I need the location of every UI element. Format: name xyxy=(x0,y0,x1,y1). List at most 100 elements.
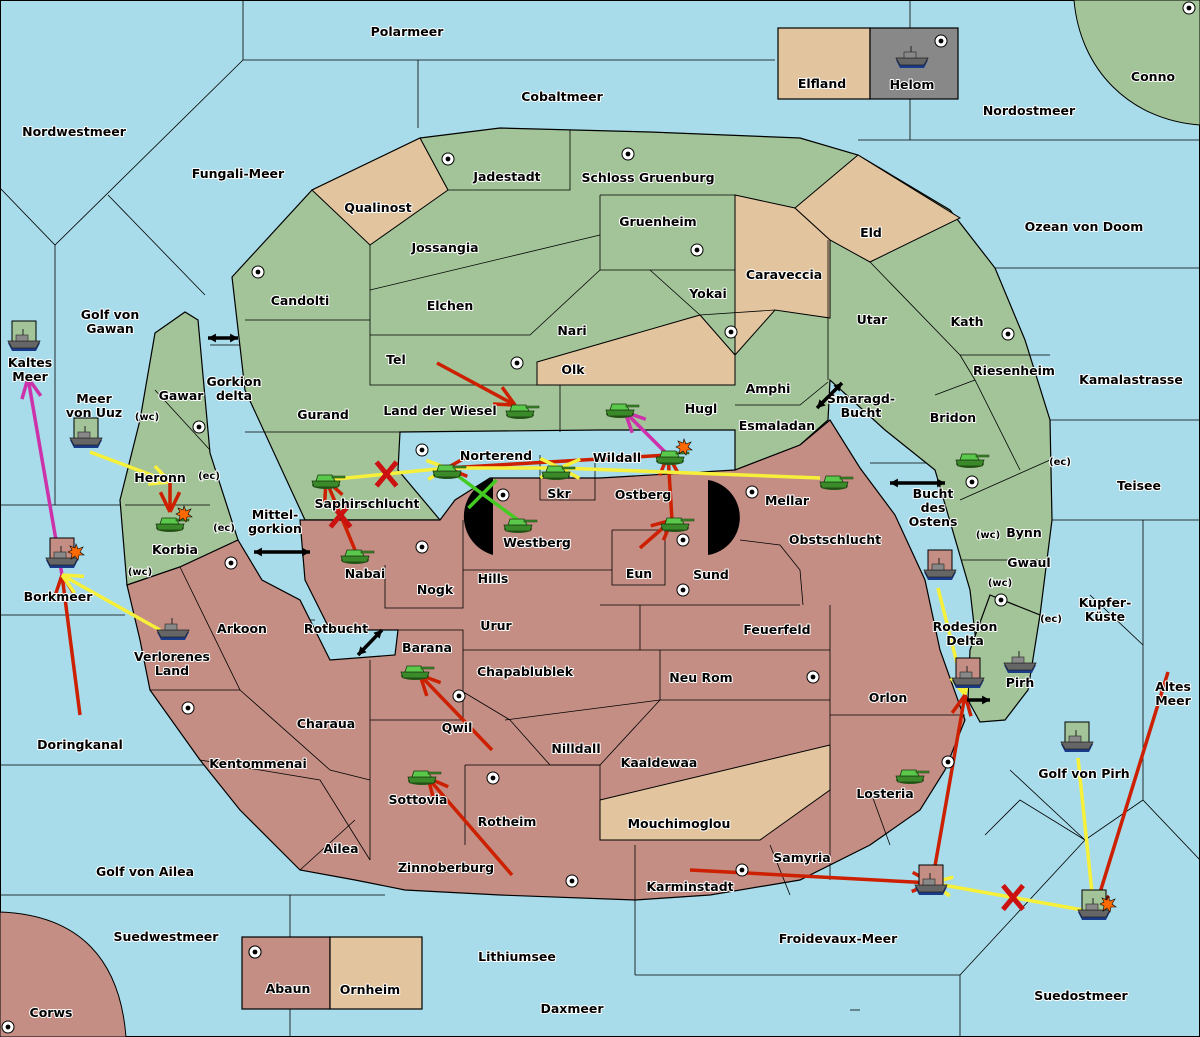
label-smaragd-bucht: Smaragd-Bucht xyxy=(827,391,895,420)
label-pirh: Pirh xyxy=(1006,675,1035,690)
order-support-meer-von-uuz-to-heronn xyxy=(89,450,172,486)
supply-center-icon xyxy=(486,771,500,785)
supply-center-icon xyxy=(690,243,704,257)
supply-center-icon xyxy=(621,147,635,161)
label-teisee: Teisee xyxy=(1117,478,1161,493)
supply-center-icon xyxy=(1182,1,1196,15)
labels: PolarmeerCobaltmeerNordwestmeerFungali-M… xyxy=(7,23,1193,1021)
label-qualinost: Qualinost xyxy=(344,200,411,215)
label-samyria: Samyria xyxy=(773,850,831,865)
label-ailea: Ailea xyxy=(323,841,358,856)
label-riesenheim: Riesenheim xyxy=(973,363,1055,378)
label-eld: Eld xyxy=(860,225,882,240)
unit-fleet-meer-von-uuz[interactable] xyxy=(69,417,103,449)
label-utar: Utar xyxy=(857,312,889,327)
label-feuerfeld: Feuerfeld xyxy=(743,622,810,637)
label-urur: Urur xyxy=(480,618,512,633)
supply-center-icon xyxy=(676,533,690,547)
label-korbia: Korbia xyxy=(152,542,198,557)
label-golf-von-ailea: Golf von Ailea xyxy=(96,864,194,879)
label-neu-rom: Neu Rom xyxy=(669,670,732,685)
supply-center-icon xyxy=(415,540,429,554)
unit-fleet-suedostmeer[interactable] xyxy=(1077,889,1117,921)
label-fungali-meer: Fungali-Meer xyxy=(192,166,285,181)
label-nordostmeer: Nordostmeer xyxy=(983,103,1076,118)
supply-center-icon xyxy=(181,701,195,715)
province-corws[interactable] xyxy=(0,911,127,1037)
supply-center-icon xyxy=(994,593,1008,607)
label-caraveccia: Caraveccia xyxy=(746,267,822,282)
supply-center-icon xyxy=(510,356,524,370)
label-jossangia: Jossangia xyxy=(410,240,478,255)
label-skr: Skr xyxy=(547,486,571,501)
unit-fleet-froidevaux-meer[interactable] xyxy=(914,864,948,896)
label-olk: Olk xyxy=(561,362,585,377)
passage-arrow-bucht-icon xyxy=(890,478,945,488)
province-eld[interactable] xyxy=(794,154,962,263)
failed-order-mark xyxy=(1001,883,1025,912)
label-borkmeer: Borkmeer xyxy=(24,589,94,604)
label-sund: Sund xyxy=(693,567,729,582)
supply-center-icon xyxy=(1001,327,1015,341)
supply-center-icon xyxy=(565,874,579,888)
supply-center-icon xyxy=(415,443,429,457)
province-ornheim[interactable] xyxy=(329,936,423,1010)
supply-center-icon xyxy=(735,863,749,877)
label-mittel-gorkion: Mittel-gorkion xyxy=(248,507,302,536)
supply-center-icon xyxy=(192,420,206,434)
label-mellar: Mellar xyxy=(765,493,810,508)
label-helom: Helom xyxy=(890,77,935,92)
label-zinnoberburg: Zinnoberburg xyxy=(398,860,494,875)
label-lithiumsee: Lithiumsee xyxy=(478,949,556,964)
supply-center-icon xyxy=(496,488,510,502)
supply-center-icon xyxy=(806,670,820,684)
label-rotbucht: Rotbucht xyxy=(304,621,368,636)
label-land-der-wiesel: Land der Wiesel xyxy=(383,403,496,418)
label-sottovia: Sottovia xyxy=(389,792,448,807)
label-gruenheim: Gruenheim xyxy=(619,214,696,229)
label-kupfer-k-ste: Kupfer-Küste xyxy=(1079,595,1132,624)
order-move-heronn-to-korbia xyxy=(158,482,182,513)
unit-fleet-golf-von-pirh[interactable] xyxy=(1060,721,1094,753)
unit-fleet-bucht-des-ostens[interactable] xyxy=(923,549,957,581)
label-barana: Barana xyxy=(402,640,452,655)
failed-order-mark xyxy=(374,460,399,488)
coast-tag-wc: (wc) xyxy=(976,530,1000,541)
label-westberg: Westberg xyxy=(503,535,571,550)
coast-tag-ec: (ec) xyxy=(213,523,235,534)
supply-center-icon xyxy=(452,689,466,703)
label-rotheim: Rotheim xyxy=(478,814,537,829)
label-gwaul: Gwaul xyxy=(1007,555,1050,570)
label-qwil: Qwil xyxy=(442,720,473,735)
unit-fleet-kaltes-meer[interactable] xyxy=(7,320,41,352)
label-nogk: Nogk xyxy=(417,582,454,597)
label-polarmeer: Polarmeer xyxy=(371,24,445,39)
supply-center-icon xyxy=(251,265,265,279)
order-support-verlorenes-land-to-borkmeer xyxy=(60,573,161,632)
label-froidevaux-meer: Froidevaux-Meer xyxy=(779,931,898,946)
label-schloss-gruenburg: Schloss Gruenburg xyxy=(581,170,714,185)
label-gurand: Gurand xyxy=(297,407,349,422)
label-losteria: Losteria xyxy=(856,786,913,801)
coast-tag-wc: (wc) xyxy=(128,567,152,578)
label-corws: Corws xyxy=(30,1005,73,1020)
label-hugl: Hugl xyxy=(685,401,718,416)
label-cobaltmeer: Cobaltmeer xyxy=(521,89,603,104)
province-conno[interactable] xyxy=(1073,0,1200,126)
supply-center-icon xyxy=(224,556,238,570)
label-saphirschlucht: Saphirschlucht xyxy=(315,496,420,511)
label-orlon: Orlon xyxy=(869,690,908,705)
label-abaun: Abaun xyxy=(266,981,311,996)
coast-tag-wc: (wc) xyxy=(988,578,1012,589)
unit-fleet-borkmeer[interactable] xyxy=(45,537,85,569)
label-suedwestmeer: Suedwestmeer xyxy=(114,929,220,944)
province-elfland[interactable] xyxy=(777,27,871,100)
unit-fleet-rodesion-delta[interactable] xyxy=(951,657,985,689)
order-move-tel-to-land-der-wiesel xyxy=(436,361,517,407)
